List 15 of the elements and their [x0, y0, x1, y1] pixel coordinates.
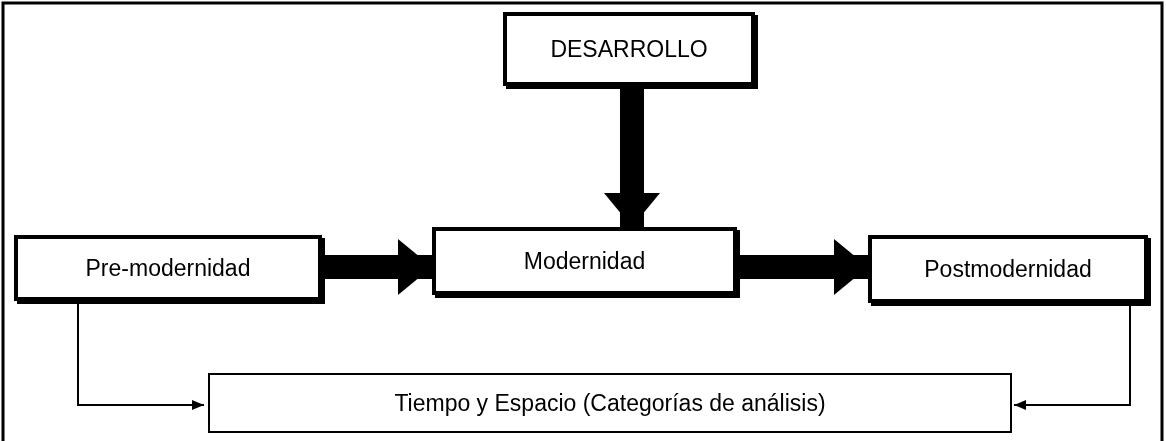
process-box — [868, 235, 1148, 303]
box-label: DESARROLLO — [550, 35, 708, 63]
block-arrow — [322, 239, 432, 295]
process-box — [503, 12, 755, 86]
box-label: Postmodernidad — [924, 255, 1092, 283]
connector-arrow — [1013, 304, 1131, 410]
connector-arrow — [77, 302, 205, 410]
box-label: Tiempo y Espacio (Categorías de análisis) — [394, 389, 826, 417]
process-box — [432, 227, 737, 295]
process-box — [208, 373, 1012, 433]
box-label: Pre-modernidad — [85, 254, 251, 282]
box-label: Modernidad — [523, 247, 646, 275]
block-arrow — [604, 86, 660, 227]
block-arrow — [737, 239, 868, 295]
process-box — [14, 235, 322, 301]
